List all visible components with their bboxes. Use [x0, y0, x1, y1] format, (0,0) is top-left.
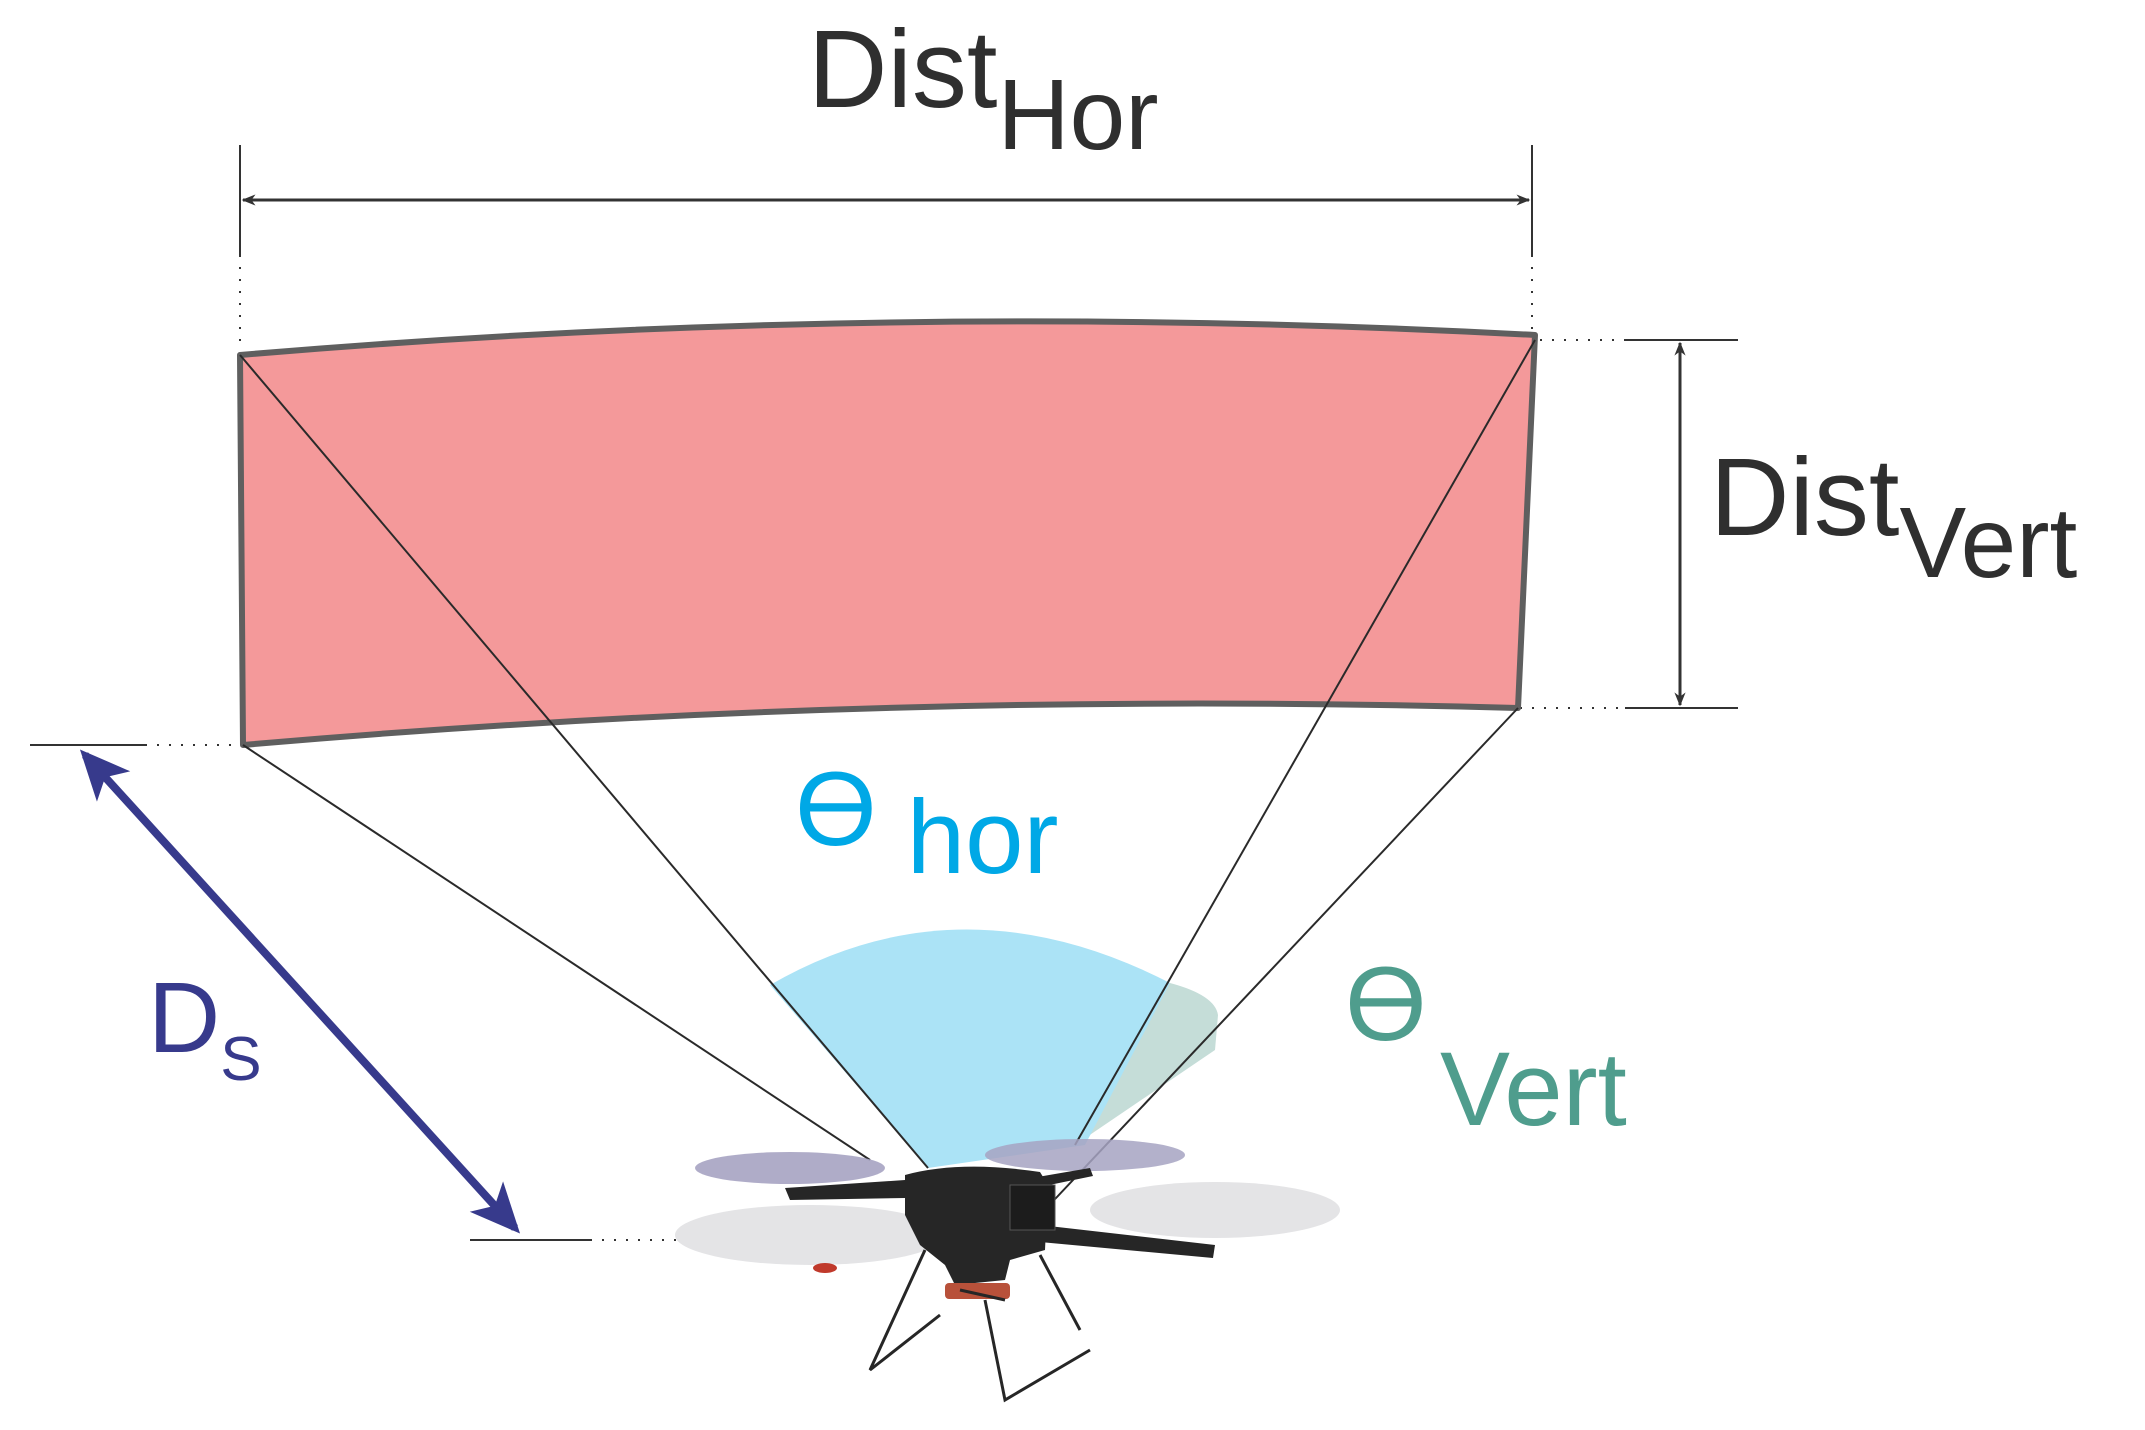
- drone-camera-housing: [1009, 1184, 1056, 1231]
- ds-label: DS: [148, 962, 262, 1094]
- drone-arm-left: [785, 1180, 905, 1200]
- theta-hor-sub: hor: [907, 779, 1059, 896]
- drone-landing-gear: [868, 1249, 1091, 1403]
- theta-hor-symbol: ϴ: [795, 751, 877, 868]
- dist-vert-label-main: Dist: [1710, 436, 1899, 559]
- dist-hor-label-main: Dist: [808, 8, 997, 131]
- propeller-back-left: [695, 1152, 885, 1184]
- dist-hor-dimension: [239, 145, 1533, 345]
- theta-vert-label: ϴ: [1345, 946, 1427, 1063]
- theta-vert-sub-label: Vert: [1440, 1031, 1627, 1148]
- theta-vert-sub: Vert: [1440, 1031, 1627, 1148]
- field-of-view-lines: [239, 339, 1536, 1216]
- dist-hor-label-sub: Hor: [997, 59, 1158, 171]
- propeller-front-left: [675, 1205, 945, 1265]
- ds-label-sub: S: [220, 1025, 261, 1094]
- ds-label-main: D: [148, 962, 220, 1074]
- fov-line-bottom-left: [242, 744, 871, 1161]
- fov-line-bottom-right: [1039, 707, 1519, 1216]
- theta-vert-wedge: [1075, 983, 1218, 1145]
- drone-battery: [945, 1283, 1010, 1299]
- dist-vert-label-sub: Vert: [1899, 487, 2077, 599]
- theta-vert-symbol: ϴ: [1345, 946, 1427, 1063]
- drone-arm-right: [1040, 1225, 1215, 1258]
- drone: [675, 1139, 1340, 1403]
- fov-line-top-left: [239, 354, 929, 1169]
- drone-red-light: [813, 1263, 837, 1273]
- dist-hor-label: DistHor: [808, 8, 1159, 171]
- theta-hor-wedge: [770, 929, 1170, 1168]
- ds-arrow: [79, 749, 521, 1234]
- propeller-front-right: [1090, 1182, 1340, 1238]
- fov-line-top-right: [1074, 339, 1536, 1146]
- ds-dimension: [30, 744, 680, 1241]
- propeller-back-right: [985, 1139, 1185, 1171]
- dist-vert-dimension: [1520, 339, 1738, 709]
- camera-footprint: [237, 318, 1538, 748]
- dist-vert-label: DistVert: [1710, 436, 2078, 599]
